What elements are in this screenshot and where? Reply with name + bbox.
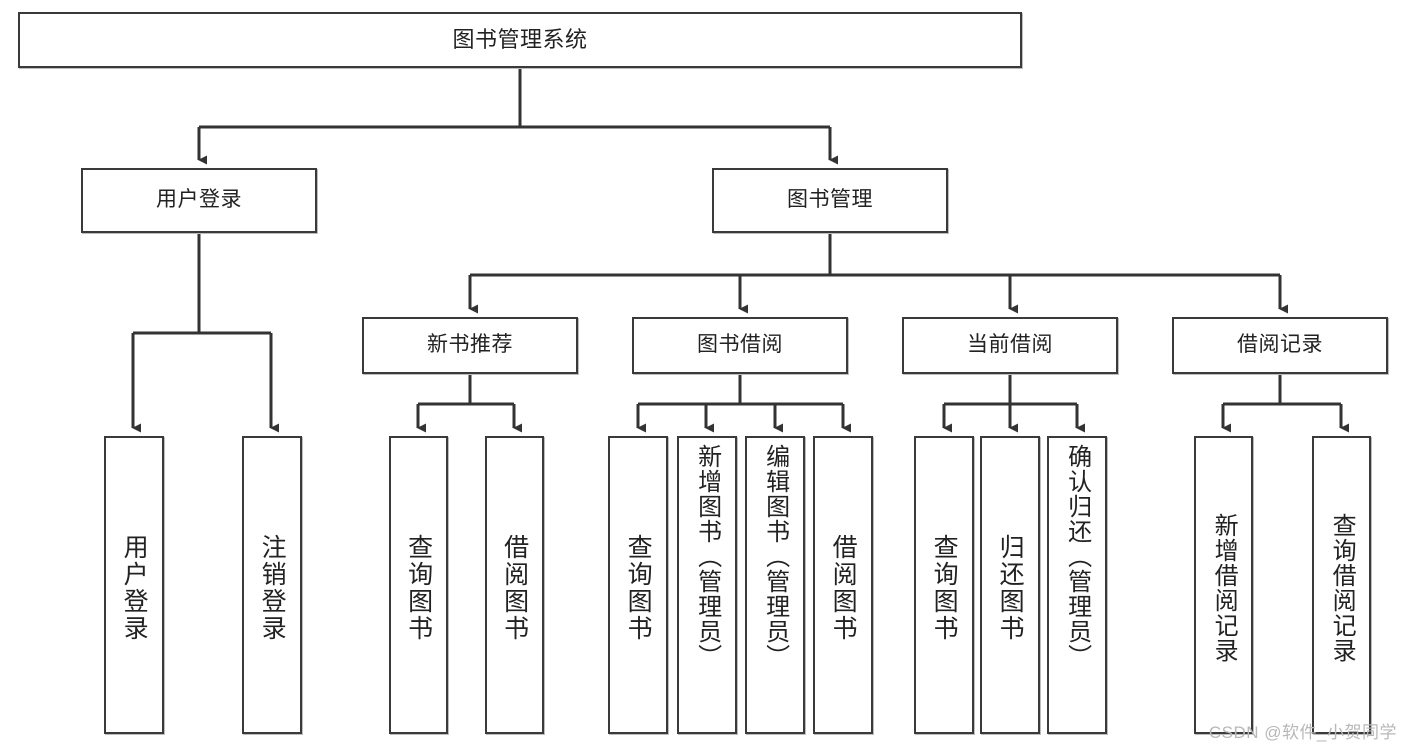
node-leaf-add-record-label: 新增借阅记录 bbox=[1210, 513, 1238, 663]
node-book-borrow-label: 图书借阅 bbox=[697, 333, 783, 357]
node-leaf-borrow-book-1-label: 借阅图书 bbox=[500, 534, 529, 642]
node-leaf-borrow-book-1[interactable]: 借阅图书 bbox=[485, 436, 544, 734]
node-borrow-record-label: 借阅记录 bbox=[1237, 333, 1323, 357]
node-leaf-query-book-2[interactable]: 查询图书 bbox=[608, 436, 668, 734]
node-book-manage[interactable]: 图书管理 bbox=[712, 168, 948, 233]
node-new-book-rec[interactable]: 新书推荐 bbox=[362, 317, 578, 374]
node-leaf-query-book-3[interactable]: 查询图书 bbox=[914, 436, 974, 734]
node-leaf-query-book-1[interactable]: 查询图书 bbox=[389, 436, 448, 734]
node-leaf-return-book[interactable]: 归还图书 bbox=[980, 436, 1040, 734]
node-leaf-user-login-label: 用户登录 bbox=[120, 534, 149, 642]
node-leaf-edit-book-label: 编辑图书（管理员） bbox=[761, 444, 789, 669]
node-new-book-rec-label: 新书推荐 bbox=[427, 333, 513, 357]
node-borrow-record[interactable]: 借阅记录 bbox=[1172, 317, 1388, 374]
node-book-manage-label: 图书管理 bbox=[787, 188, 873, 212]
node-leaf-edit-book[interactable]: 编辑图书（管理员） bbox=[745, 436, 805, 734]
node-leaf-add-book[interactable]: 新增图书（管理员） bbox=[677, 436, 737, 734]
node-leaf-query-book-1-label: 查询图书 bbox=[404, 534, 433, 642]
node-book-borrow[interactable]: 图书借阅 bbox=[632, 317, 848, 374]
node-root[interactable]: 图书管理系统 bbox=[18, 12, 1022, 68]
node-leaf-query-book-3-label: 查询图书 bbox=[930, 534, 959, 642]
node-leaf-confirm-return-label: 确认归还（管理员） bbox=[1063, 444, 1091, 669]
node-current-borrow-label: 当前借阅 bbox=[967, 333, 1053, 357]
node-leaf-logout[interactable]: 注销登录 bbox=[242, 436, 302, 734]
node-leaf-query-record-label: 查询借阅记录 bbox=[1328, 513, 1356, 663]
node-leaf-return-book-label: 归还图书 bbox=[996, 534, 1025, 642]
node-leaf-query-record[interactable]: 查询借阅记录 bbox=[1312, 436, 1371, 734]
node-leaf-add-record[interactable]: 新增借阅记录 bbox=[1194, 436, 1253, 734]
node-leaf-logout-label: 注销登录 bbox=[258, 534, 287, 642]
watermark-text: CSDN @软件_小贺同学 bbox=[1208, 723, 1397, 742]
node-leaf-borrow-book-2-label: 借阅图书 bbox=[829, 534, 858, 642]
node-root-label: 图书管理系统 bbox=[452, 27, 588, 53]
node-leaf-add-book-label: 新增图书（管理员） bbox=[693, 444, 721, 669]
node-leaf-user-login[interactable]: 用户登录 bbox=[104, 436, 164, 734]
node-leaf-borrow-book-2[interactable]: 借阅图书 bbox=[813, 436, 873, 734]
node-current-borrow[interactable]: 当前借阅 bbox=[902, 317, 1118, 374]
node-user-login-label: 用户登录 bbox=[156, 188, 242, 212]
node-leaf-confirm-return[interactable]: 确认归还（管理员） bbox=[1047, 436, 1107, 734]
node-leaf-query-book-2-label: 查询图书 bbox=[624, 534, 653, 642]
node-user-login[interactable]: 用户登录 bbox=[81, 168, 317, 233]
